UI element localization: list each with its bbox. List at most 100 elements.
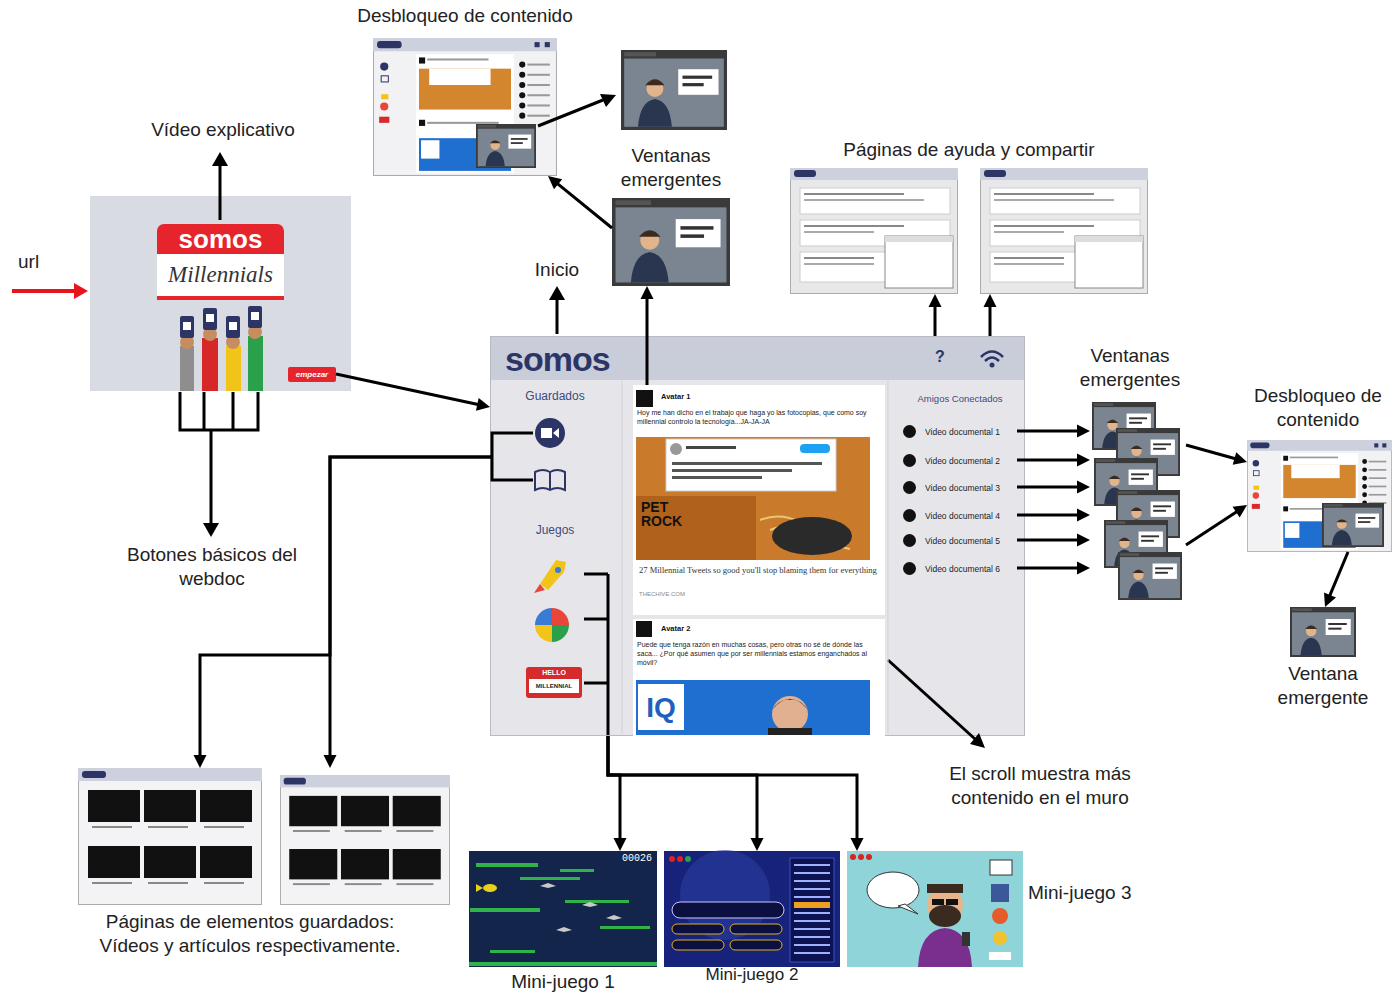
screen-thumbnails-part: [1322, 503, 1384, 547]
text-slot: ?: [931, 345, 949, 369]
text-slot: url: [18, 250, 62, 274]
text-label: Ventana emergente: [1255, 662, 1391, 710]
screen-thumbnails-part: [980, 168, 1148, 294]
main-screen-art: [491, 337, 1024, 735]
text-label: somos: [157, 224, 284, 254]
text-slot: PET ROCK: [641, 500, 703, 528]
arrowhead: [1233, 505, 1247, 518]
mini-game-3-part: [850, 854, 856, 860]
text-slot: Juegos: [491, 523, 619, 537]
text-slot: Avatar 2: [661, 624, 811, 634]
text-slot: Mini-juego 1: [469, 970, 657, 994]
mini-game-3-part: [918, 928, 972, 967]
wall-post: Avatar 1Hoy me han dicho en el trabajo q…: [633, 385, 885, 615]
mini-game-1-part: [470, 908, 540, 912]
screen-thumbnails-part: [1116, 428, 1180, 476]
main-screen-art-part: [636, 680, 870, 735]
screen-thumbnails-part: [612, 198, 730, 286]
arrowhead: [641, 286, 654, 299]
main-screen-art-part: [772, 517, 852, 555]
connector-line: [557, 183, 612, 228]
screen-thumbnails-part: [1118, 552, 1182, 600]
hands-illustration-part: [248, 336, 263, 391]
text-slot: Páginas de ayuda y compartir: [790, 138, 1148, 162]
text-slot: Millennials: [157, 254, 284, 300]
text-slot: Páginas de elementos guardados: Vídeos y…: [75, 910, 425, 958]
connector: [1324, 552, 1348, 607]
text-label: THECHIVE.COM: [639, 591, 839, 597]
text-label: Video documental 5: [925, 535, 1017, 547]
video-arrow-part: [219, 164, 222, 220]
friend-item: Video documental 6: [899, 560, 1017, 578]
mini-game-3-part: [866, 854, 872, 860]
connector: [1186, 445, 1247, 465]
arrowhead: [1233, 452, 1247, 465]
hands-illustration-part: [203, 327, 217, 341]
popup-arrow-part: [538, 100, 603, 126]
connector-line: [1017, 514, 1079, 517]
main-screen-art-part: [981, 352, 1003, 362]
hands-illustration-part: [248, 325, 262, 339]
main-screen-art-part: [541, 428, 552, 438]
scroll-arrow-part: [970, 733, 985, 748]
popup-thumbnail: Ventana emergente: [1290, 607, 1356, 657]
screen-thumbnails-part: [1116, 490, 1180, 538]
connector-line: [608, 736, 857, 840]
mini-game-1-part: [540, 883, 622, 932]
main-screen-art-part: [535, 625, 552, 642]
arrowhead: [1077, 481, 1090, 494]
mini-game-1-part: [483, 884, 497, 892]
connector: [1017, 534, 1090, 547]
text-label: Inicio: [517, 258, 597, 282]
connector: [1017, 509, 1090, 522]
mini-game-2-part: [672, 924, 724, 934]
mini-game-2-part: [672, 902, 784, 918]
text-label: Páginas de ayuda y compartir: [790, 138, 1148, 162]
popup-thumbnail: Ventanas emergentes: [612, 198, 730, 286]
text-label: Ventanas emergentes: [600, 144, 742, 192]
arrowhead: [929, 294, 942, 307]
friend-item: Video documental 1: [899, 423, 1017, 441]
video-arrow-part: [212, 152, 228, 166]
mini-game-2-part: [794, 865, 830, 953]
text-label: 27 Millennial Tweets so good you'll stop…: [639, 565, 879, 576]
arrowhead: [1077, 534, 1090, 547]
main-screen-art-part: [552, 625, 569, 642]
connector-line: [330, 457, 491, 757]
mini-game-1-part: [469, 851, 657, 967]
friend-item: Video documental 3: [899, 479, 1017, 497]
screen-thumbnails-part: [790, 168, 958, 294]
hands-illustration-part: [180, 346, 194, 391]
arrowhead: [324, 755, 337, 768]
connector: [1186, 505, 1247, 545]
mini-game-3: [847, 851, 1023, 967]
connector-line: [1186, 445, 1236, 459]
text-label: Botones básicos del webdoc: [112, 543, 312, 591]
text-label: 00026: [606, 853, 652, 865]
main-screen-art-part: [636, 496, 756, 560]
url-arrow: [12, 283, 88, 299]
text-slot: Amigos Conectados: [894, 393, 1026, 404]
mini-game-3-part: [993, 931, 1007, 945]
arrowhead: [984, 294, 997, 307]
main-screen-art-part: [760, 516, 850, 549]
text-label: IQ: [638, 688, 684, 728]
arrowhead: [1077, 509, 1090, 522]
mini-game-1-part: [490, 950, 535, 953]
main-screen-art-part: [800, 444, 830, 453]
home-arrow-part: [556, 298, 559, 334]
connector-line: [1186, 511, 1238, 545]
connector: [324, 457, 492, 768]
mini-game: Mini-juego 3: [847, 851, 1023, 967]
text-slot: Desbloqueo de contenido: [333, 4, 597, 28]
main-screen-art-part: [772, 699, 808, 710]
mini-game-2: [664, 850, 840, 967]
main-screen-art-part: [584, 574, 608, 735]
url-arrow-part: [74, 283, 88, 299]
hands-illustration-part: [226, 316, 240, 338]
text-label: Video documental 4: [925, 510, 1017, 522]
screen-thumbnails-part: [78, 768, 262, 905]
screen-thumbnails-part: [1290, 607, 1356, 657]
main-screen-art-part: [636, 621, 652, 637]
screen-thumbnails-part: [280, 775, 450, 905]
